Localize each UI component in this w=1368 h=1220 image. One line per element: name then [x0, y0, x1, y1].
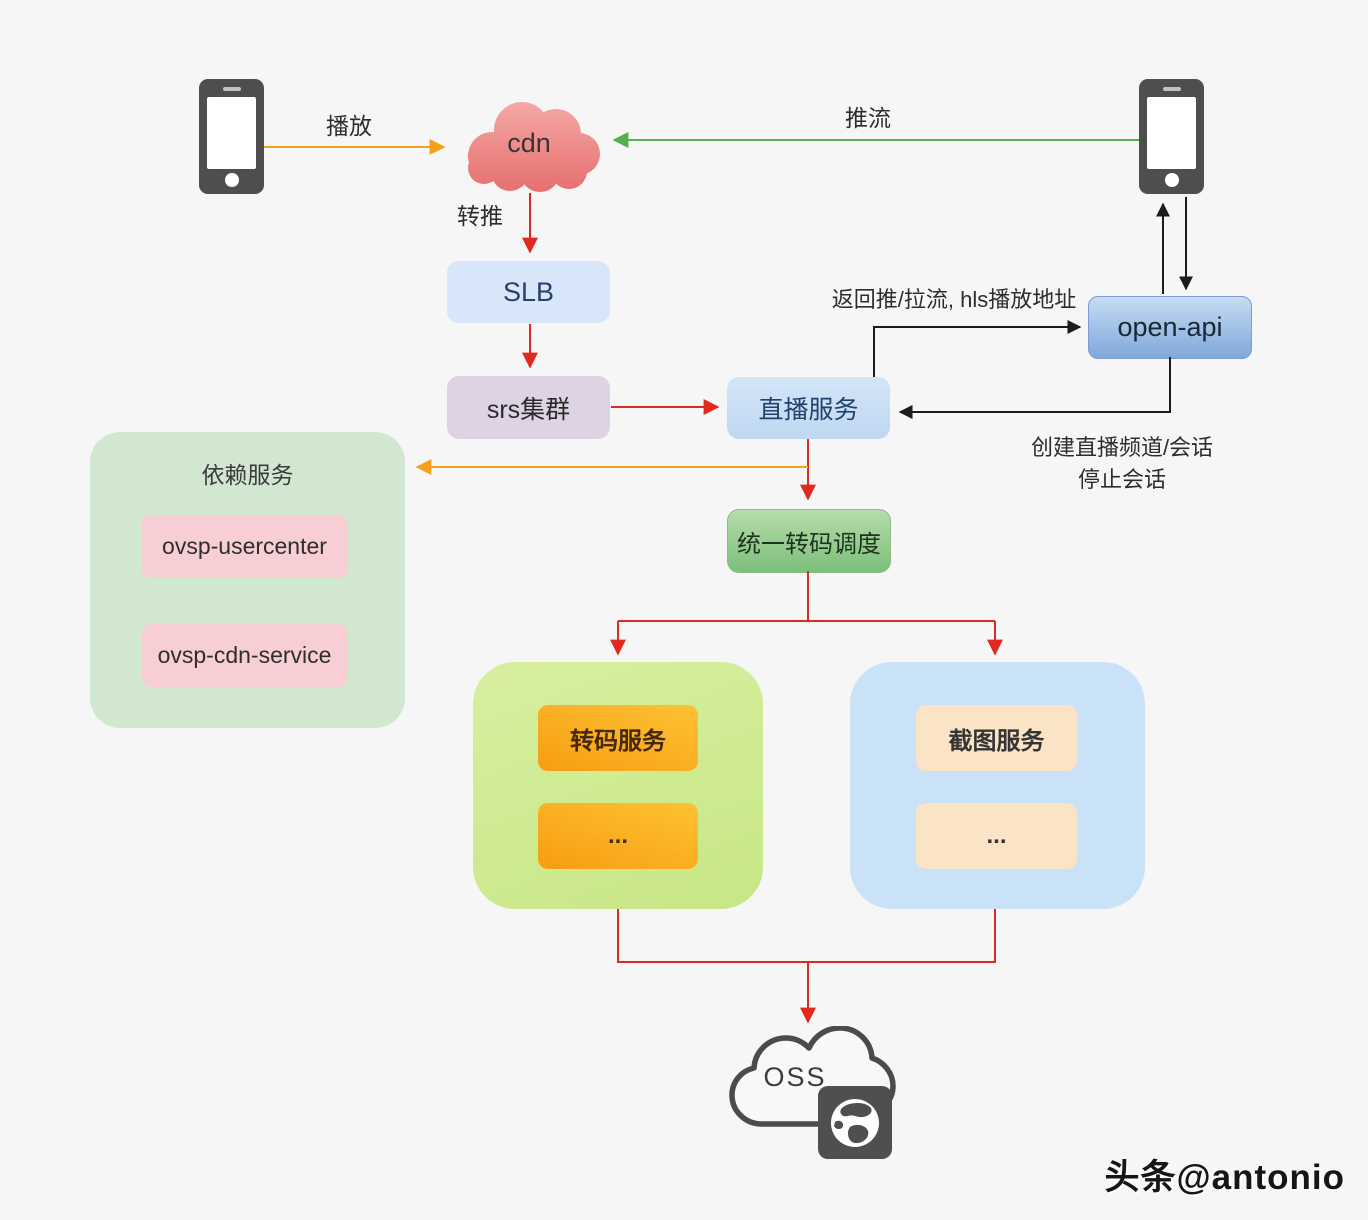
oss-storage-box	[818, 1086, 892, 1159]
globe-icon	[831, 1098, 879, 1147]
srs-cluster-node: srs集群	[447, 376, 610, 439]
edge-openapi-live	[898, 357, 1171, 419]
snapshot-service-item: 截图服务	[916, 705, 1077, 771]
edge-label-stop-session: 停止会话	[1077, 467, 1166, 492]
phone-speaker	[222, 87, 241, 91]
transcode-scheduler-label: 统一转码调度	[737, 530, 881, 558]
phone-home-button	[1164, 173, 1179, 187]
cdn-label: cdn	[507, 128, 551, 158]
dependency-item: ovsp-usercenter	[142, 515, 347, 578]
phone-screen	[207, 97, 256, 169]
phone-home-button	[224, 173, 239, 187]
edge-label-relay-push: 转推	[457, 203, 503, 229]
transcode-scheduler-node: 统一转码调度	[727, 509, 891, 573]
dependency-item: ovsp-cdn-service	[142, 624, 347, 687]
open-api-node: open-api	[1088, 296, 1252, 359]
smartphone-icon	[199, 79, 264, 194]
smartphone-icon	[1139, 79, 1204, 194]
edge-groups-join	[617, 909, 996, 963]
slb-node: SLB	[447, 261, 610, 323]
edge-label-play: 播放	[326, 113, 372, 139]
edge-label-create-channel-line1: 创建直播频道/会话	[1030, 435, 1214, 460]
edge-label-push: 推流	[845, 105, 891, 131]
snapshot-services-group: 截图服务 ...	[850, 662, 1145, 909]
edge-live-openapi	[873, 320, 1082, 377]
transcode-service-more-item: ...	[538, 803, 698, 869]
transcode-services-group: 转码服务 ...	[473, 662, 763, 909]
open-api-label: open-api	[1117, 312, 1223, 342]
srs-cluster-label: srs集群	[486, 395, 571, 424]
live-service-node: 直播服务	[727, 377, 890, 439]
dependency-services-group: 依赖服务 ovsp-usercenter ovsp-cdn-service	[90, 432, 405, 728]
edge-label-create-channel: 创建直播频道/会话 停止会话	[988, 432, 1256, 496]
cloud-icon	[468, 102, 600, 192]
dependency-group-title: 依赖服务	[201, 462, 294, 488]
phone-screen	[1147, 97, 1196, 169]
transcode-service-item: 转码服务	[538, 705, 698, 771]
phone-speaker	[1162, 87, 1181, 91]
edge-scheduler-split	[618, 571, 995, 622]
watermark: 头条@antonio	[1104, 1158, 1345, 1197]
cdn-node: cdn	[448, 96, 610, 198]
snapshot-service-more-item: ...	[916, 803, 1077, 869]
oss-label: OSS	[763, 1062, 827, 1092]
slb-label: SLB	[502, 276, 555, 307]
edge-label-return-urls: 返回推/拉流, hls播放地址	[831, 287, 1077, 312]
live-service-label: 直播服务	[758, 396, 859, 424]
